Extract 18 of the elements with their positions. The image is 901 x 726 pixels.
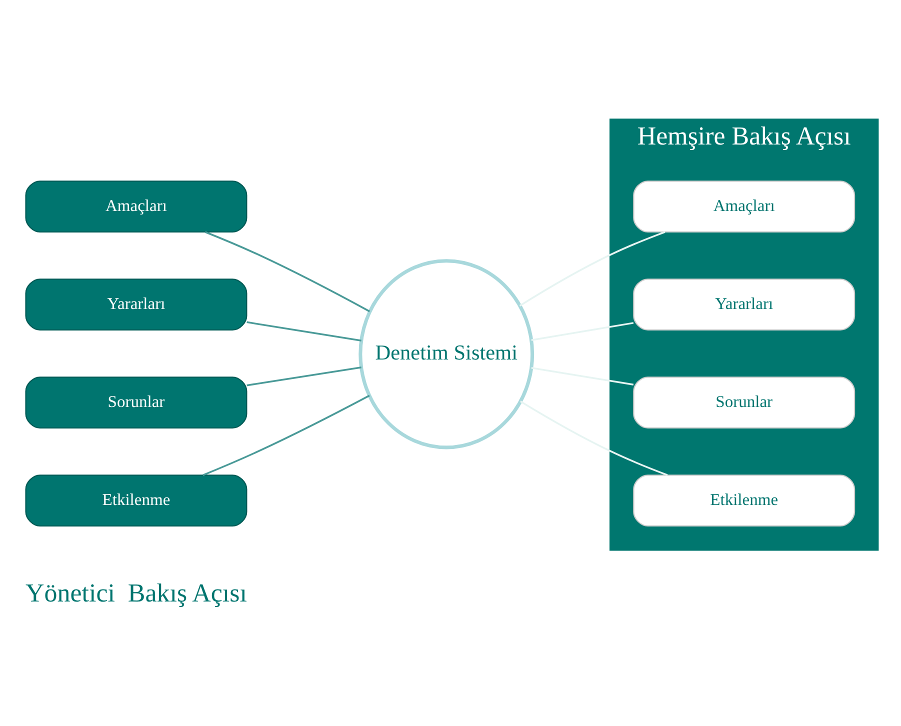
connector [202,394,370,476]
node-box: Sorunlar [25,376,248,429]
node-box: Etkilenme [25,474,248,527]
connector [520,400,668,476]
node-box: Sorunlar [633,376,856,429]
node-box: Amaçları [25,180,248,233]
connector [246,321,362,342]
node-box: Yararları [633,278,856,331]
connector [246,366,362,386]
node-box: Etkilenme [633,474,856,527]
node-box: Amaçları [633,180,856,233]
label: Yönetici Bakış Açısı [26,578,247,608]
connector [531,322,634,341]
connector [519,231,666,307]
node-box: Yararları [25,278,248,331]
node-circle: Denetim Sistemi [358,259,534,450]
connector [531,367,634,386]
connector [204,231,370,312]
